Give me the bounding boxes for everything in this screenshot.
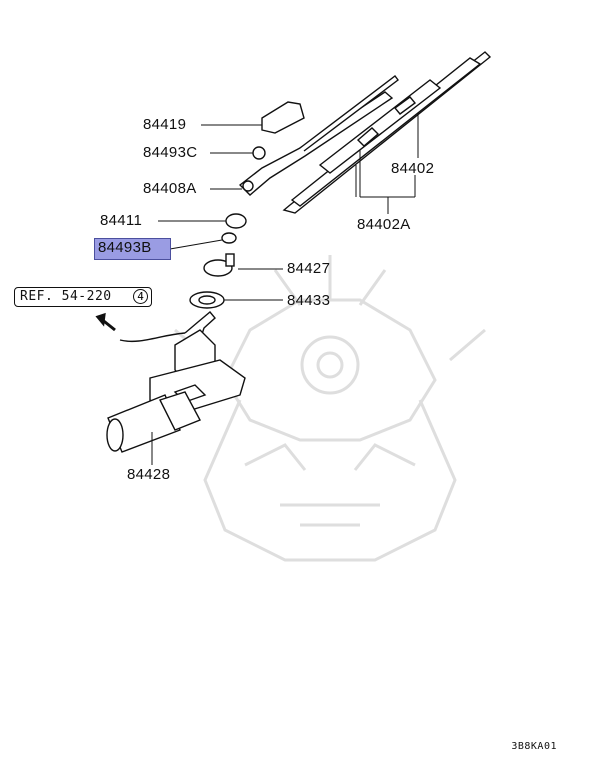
label-84493c[interactable]: 84493C xyxy=(143,144,198,161)
wiper-arm-84408a xyxy=(238,75,399,196)
label-84408a[interactable]: 84408A xyxy=(143,180,197,197)
reference-text: REF. 54-220 xyxy=(20,289,112,304)
diagram-code: 3B8KA01 xyxy=(511,741,557,752)
label-84493b[interactable]: 84493B xyxy=(98,239,152,256)
samurai-watermark-icon xyxy=(174,255,486,562)
cap-84411 xyxy=(225,213,247,229)
label-84433[interactable]: 84433 xyxy=(287,292,331,309)
nut-84493b xyxy=(221,232,237,244)
arm-cap-84419 xyxy=(261,101,305,134)
label-84428[interactable]: 84428 xyxy=(127,466,171,483)
reference-arrow-icon xyxy=(95,312,116,332)
label-84402[interactable]: 84402 xyxy=(391,160,435,177)
reference-circle-number: 4 xyxy=(133,289,148,304)
grommet-84427 xyxy=(203,253,235,277)
leader-lines xyxy=(151,113,419,465)
label-84411[interactable]: 84411 xyxy=(100,212,143,229)
highlight-box xyxy=(94,238,171,260)
label-84419[interactable]: 84419 xyxy=(143,116,187,133)
label-84427[interactable]: 84427 xyxy=(287,260,331,277)
seal-84433 xyxy=(189,291,225,309)
reference-box[interactable]: REF. 54-220 4 xyxy=(14,287,152,307)
nut-84493c xyxy=(252,146,266,160)
label-84402a[interactable]: 84402A xyxy=(357,216,411,233)
wiper-motor-84428 xyxy=(106,311,246,453)
wiper-blade-84402 xyxy=(282,51,492,214)
